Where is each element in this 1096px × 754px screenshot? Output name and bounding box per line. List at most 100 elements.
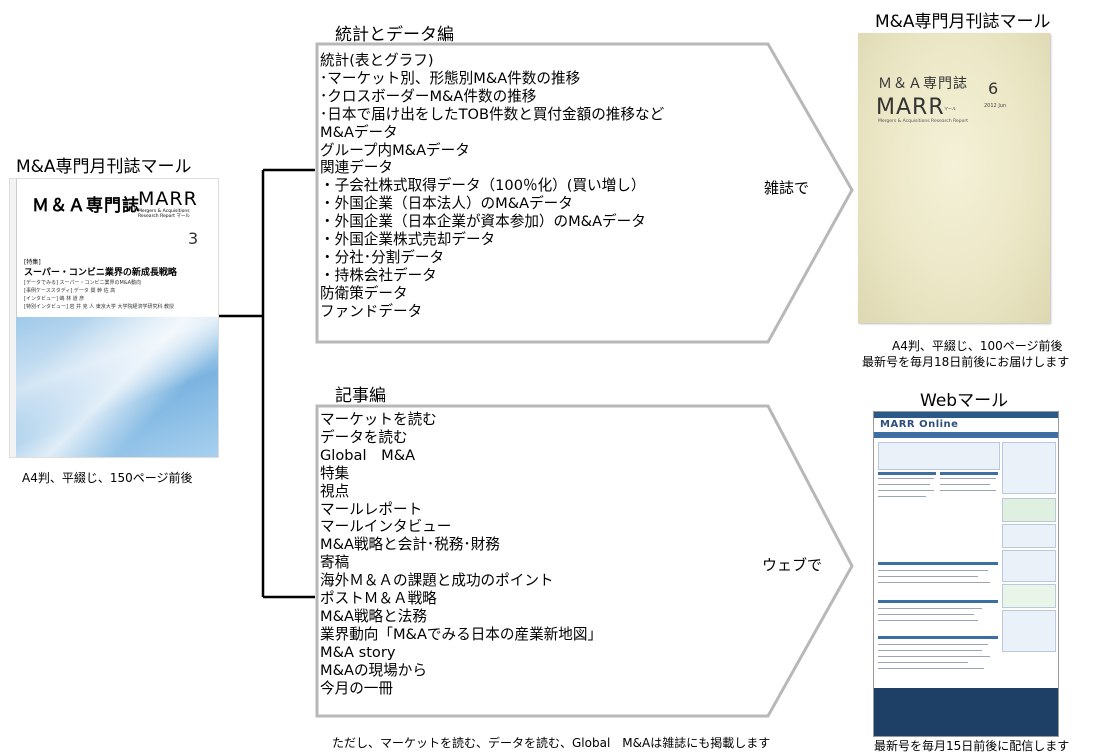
magazine-issue: 6 <box>988 79 999 98</box>
web-text <box>878 650 982 651</box>
web-bar <box>878 472 936 475</box>
bottom-box-heading: 記事編 <box>335 386 386 406</box>
web-text <box>940 478 996 479</box>
top-box-list: 統計(表とグラフ) ･マーケット別、形態別M&A件数の推移 ･クロスボーダーM&… <box>320 52 664 321</box>
web-text <box>878 490 934 491</box>
list-item: Global M&A <box>320 446 416 464</box>
list-item: M&A戦略と会計･税務･財務 <box>320 536 500 554</box>
list-item: ・子会社株式取得データ（100％化）(買い増し） <box>320 177 646 195</box>
cover-issue-number: 3 <box>188 229 199 248</box>
list-item: 特集 <box>320 464 350 482</box>
list-item: 寄稿 <box>320 554 350 572</box>
magazine-title: Ｍ＆Ａ専門誌 <box>878 76 968 92</box>
list-item: 防衛策データ <box>320 284 408 302</box>
web-bar <box>940 472 998 475</box>
list-item: ・外国企業株式売却データ <box>320 231 496 249</box>
list-item: M&Aデータ <box>320 123 398 141</box>
cover-line: [特別インタビュー] 岩 井 克 人 東京大学 大学院経済学研究科 教授 <box>24 304 175 310</box>
list-item: ・外国企業（日本企業が資本参加）のM&Aデータ <box>320 213 646 231</box>
web-block <box>1002 442 1056 494</box>
magazine-logo-sub: マール <box>944 106 956 111</box>
web-text <box>878 620 978 621</box>
cover-feature-tag: [特集] <box>24 259 41 266</box>
magazine-date: 2012 Jun <box>984 103 1007 109</box>
web-nav <box>874 432 1058 438</box>
web-block <box>1002 584 1056 608</box>
list-item: ･マーケット別、形態別M&A件数の推移 <box>320 69 581 87</box>
list-item: 今月の一冊 <box>320 679 393 697</box>
website-screenshot: MARR Online <box>873 411 1059 737</box>
web-text <box>878 608 982 609</box>
magazine-logo: MARR <box>876 95 945 120</box>
cover-line: [事例ケーススタディ] データ 関 幹 佐 高 <box>24 288 116 294</box>
web-footer <box>874 688 1058 736</box>
web-text <box>878 484 930 485</box>
left-caption: A4判、平綴じ、150ページ前後 <box>22 471 193 485</box>
list-item: グループ内M&Aデータ <box>320 141 470 159</box>
top-box-heading: 統計とデータ編 <box>335 25 454 45</box>
list-item: マールインタビュー <box>320 518 452 536</box>
cover-line: [インタビュー] 嶋 林 道 彦 <box>24 296 85 302</box>
right-bottom-caption: 最新号を毎月15日前後に配信します <box>874 739 1070 753</box>
top-arrow-label: 雑誌で <box>764 179 810 197</box>
web-block <box>1002 610 1056 652</box>
list-item: ･クロスボーダーM&A件数の推移 <box>320 87 537 105</box>
web-text <box>878 656 990 657</box>
web-text <box>878 644 988 645</box>
right-top-caption-2: 最新号を毎月18日前後にお届けします <box>862 355 1070 369</box>
web-bar <box>878 562 998 565</box>
magazine-subtitle: Mergers & Acquisitions Research Report <box>878 119 969 124</box>
top-arrow-box <box>315 42 854 344</box>
list-item: M&A戦略と法務 <box>320 607 427 625</box>
web-bar <box>878 600 998 603</box>
web-block <box>1002 550 1056 582</box>
bottom-arrow-label: ウェブで <box>762 556 823 574</box>
list-item: ・外国企業（日本法人）のM&Aデータ <box>320 195 573 213</box>
list-item: 海外Ｍ＆Ａの課題と成功のポイント <box>320 572 554 590</box>
cover-logo: MARR <box>138 188 198 210</box>
cover-headline: スーパー・コンビニ業界の新成長戦略 <box>24 268 177 278</box>
web-bar <box>878 636 998 639</box>
cover-line: [データでみる] スーパー・コンビニ業界のM&A動向 <box>24 280 142 286</box>
list-item: マーケットを読む <box>320 411 437 428</box>
web-topbar <box>874 412 1058 418</box>
web-text <box>878 496 926 497</box>
web-text <box>878 668 984 669</box>
web-text <box>878 576 978 577</box>
web-text <box>878 478 934 479</box>
web-block <box>878 442 1000 470</box>
cover-logo-subtitle: Mergers & Acquisitions Research Report マ… <box>138 209 190 219</box>
bottom-box-list: マーケットを読む データを読む Global M&A 特集 視点 マールレポート… <box>320 411 602 698</box>
list-item: データを読む <box>320 428 408 446</box>
right-top-title: M&A専門月刊誌マール <box>875 12 1051 32</box>
list-item: 視点 <box>320 482 350 500</box>
web-block <box>1002 524 1056 548</box>
web-logo: MARR Online <box>880 419 959 430</box>
web-text <box>878 614 974 615</box>
list-item: ポストＭ＆Ａ戦略 <box>320 590 437 608</box>
web-text <box>878 662 968 663</box>
web-text <box>940 490 996 491</box>
list-item: M&A story <box>320 643 396 661</box>
right-bottom-title: Webマール <box>920 391 1009 411</box>
list-item: 関連データ <box>320 159 393 177</box>
list-item: ・持株会社データ <box>320 266 437 284</box>
bottom-footnote: ただし、マーケットを読む、データを読む、Global M&Aは雑誌にも掲載します <box>332 736 771 750</box>
cover-artwork <box>16 317 218 457</box>
web-text <box>878 570 988 571</box>
web-text <box>878 582 990 583</box>
list-item: 業界動向「M&Aでみる日本の産業新地図」 <box>320 625 603 643</box>
list-item: マールレポート <box>320 500 423 518</box>
list-item: ファンドデータ <box>320 302 423 320</box>
magazine-photo: Ｍ＆Ａ専門誌 6 MARR マール 2012 Jun Mergers & Acq… <box>858 33 1050 323</box>
list-item: 統計(表とグラフ) <box>320 52 434 69</box>
web-text <box>940 484 990 485</box>
list-item: ･日本で届け出をしたTOB件数と買付金額の推移など <box>320 105 665 123</box>
bottom-arrow-box <box>315 404 854 718</box>
cover-title-left: Ｍ＆Ａ専門誌 <box>32 196 140 216</box>
right-top-caption-1: A4判、平綴じ、100ページ前後 <box>892 339 1063 353</box>
list-item: ・分社･分割データ <box>320 248 445 266</box>
list-item: M&Aの現場から <box>320 661 427 679</box>
web-block <box>1002 498 1056 522</box>
